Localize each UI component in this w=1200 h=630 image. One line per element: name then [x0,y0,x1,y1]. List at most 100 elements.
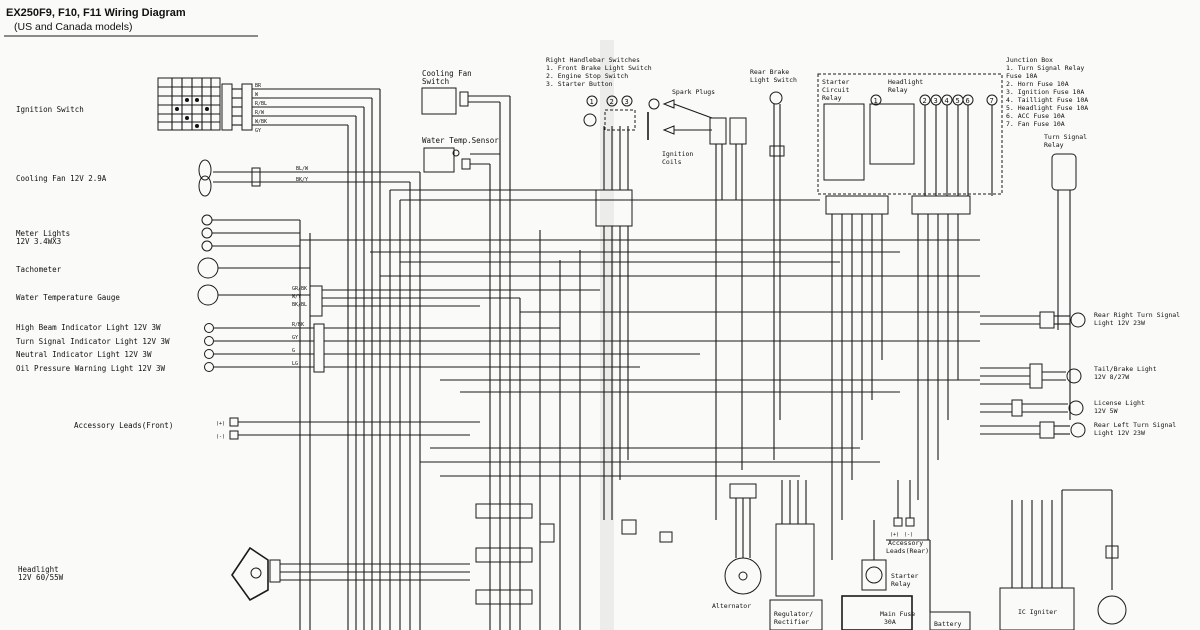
label-cooling-fan: Cooling Fan 12V 2.9A [16,174,107,183]
label-rear-left-turn: Rear Left Turn Signal [1094,421,1176,429]
acc-front-plus: (+) [216,421,225,427]
label-accessory-rear: Accessory [888,539,923,547]
main-harness-verticals [299,89,581,630]
jb-item-2: 2. Horn Fuse 10A [1006,80,1069,88]
rh-num-2: 2 [610,98,614,106]
diagram-subtitle: (US and Canada models) [14,21,132,33]
label-tachometer: Tachometer [16,265,62,274]
acc-rear-plus: (+) [890,532,899,538]
accessory-rear-leads: (+) (-) [890,480,915,538]
label-starter-circuit-relay: Starter [822,78,849,86]
regulator-rectifier-icon [769,480,823,630]
rear-brake-switch-icon [769,91,785,460]
indicator-lights [204,323,980,373]
cooling-fan-switch-icon [421,87,510,115]
label-high-beam: High Beam Indicator Light 12V 3W [16,323,161,332]
label-cooling-fan-switch-2: Switch [422,77,449,86]
label-water-temp-sensor: Water Temp.Sensor [422,136,499,145]
rear-right-turn-signal [980,311,1086,329]
label-tail-brake-2: 12V 8/27W [1094,373,1129,381]
jb-item-5: 5. Headlight Fuse 10A [1006,104,1088,112]
label-oil-pressure: Oil Pressure Warning Light 12V 3W [16,364,165,373]
label-accessory-rear-2: Leads(Rear) [886,547,929,555]
label-rh-switches: Right Handlebar Switches [546,56,640,64]
label-rh-item1: 1. Front Brake Light Switch [546,64,652,72]
code-gy: GY [255,128,261,134]
label-rh-item3: 3. Starter Button [546,80,613,88]
rear-left-turn-signal [980,421,1086,439]
jb-num-6: 6 [966,97,970,105]
label-water-temp-gauge: Water Temperature Gauge [16,293,120,302]
accessory-front-leads: (+) (-) [216,417,480,440]
ic-igniter-icon [999,489,1112,630]
label-alternator: Alternator [712,602,751,610]
label-rear-right-turn-2: Light 12V 23W [1094,319,1145,327]
code-r-w: R/W [255,110,265,116]
label-rear-brake-2: Light Switch [750,76,797,84]
label-starter-relay-2: Relay [891,580,911,588]
label-starter-relay: Starter [891,572,918,580]
cooling-fan-icon [198,159,420,197]
jb-num-5: 5 [956,97,960,105]
jb-num-7: 7 [990,97,994,105]
code-w-bk: W/BK [255,119,267,125]
label-starter-circuit-relay-2: Circuit [822,86,849,94]
code-rbk: R/BK [292,322,304,328]
label-rear-brake: Rear Brake [750,68,789,76]
label-ic-igniter: IC Igniter [1018,608,1057,616]
label-headlight-relay-2: Relay [888,86,908,94]
jb-item-6: 6. ACC Fuse 10A [1006,112,1065,120]
rh-num-1: 1 [590,98,594,106]
label-tail-brake: Tail/Brake Light [1094,365,1157,373]
jb-item-7: 7. Fan Fuse 10A [1006,120,1065,128]
tachometer-gauge-icon [197,257,600,317]
label-cooling-fan-switch: Cooling Fan [422,69,472,78]
bottom-connector-blocks [475,503,673,605]
label-license-light: License Light [1094,399,1145,407]
spark-plugs-icon [647,98,747,520]
jb-num-3: 3 [934,97,938,105]
label-ignition-coils: Ignition [662,150,693,158]
diagram-title: EX250F9, F10, F11 Wiring Diagram [6,7,186,19]
acc-rear-minus: (-) [904,532,913,538]
ignition-switch-wires [221,83,380,131]
jb-num-2: 2 [923,97,927,105]
label-regulator-2: Rectifier [774,618,809,626]
rh-num-3: 3 [625,98,629,106]
jb-num-1: 1 [874,97,878,105]
jb-item-3: 3. Ignition Fuse 10A [1006,88,1084,96]
label-headlight: Headlight [18,565,59,574]
label-turn-signal-relay: Turn Signal [1044,133,1087,141]
label-main-fuse: Main Fuse [880,610,915,618]
label-accessory-front: Accessory Leads(Front) [74,421,173,430]
code-w: W [255,92,259,98]
label-headlight-relay: Headlight [888,78,923,86]
jb-num-4: 4 [945,97,949,105]
jb-item-0: 1. Turn Signal Relay [1006,64,1084,72]
ignition-switch-grid [157,77,221,131]
code-fan-bky: BK/Y [296,177,308,183]
code-br: BR [255,83,262,89]
label-starter-circuit-relay-3: Relay [822,94,842,102]
acc-front-minus: (-) [216,434,225,440]
jb-item-4: 4. Taillight Fuse 10A [1006,96,1088,104]
main-harness-horizontals [300,189,980,477]
label-meter-lights-rating: 12V 3.4WX3 [16,237,61,246]
meter-light-bulbs [201,214,300,252]
label-license-light-2: 12V 5W [1094,407,1118,415]
junction-box-outline [817,73,1003,215]
label-rear-left-turn-2: Light 12V 23W [1094,429,1145,437]
label-regulator: Regulator/ [774,610,813,618]
license-light [980,399,1084,417]
label-rh-item2: 2. Engine Stop Switch [546,72,628,80]
label-turn-signal-indicator: Turn Signal Indicator Light 12V 3W [16,337,170,346]
label-main-fuse-2: 30A [884,618,896,626]
code-wy: W/Y [292,294,301,300]
code-g: G [292,348,295,354]
label-ignition-switch: Ignition Switch [16,105,84,114]
alternator-icon [724,483,762,595]
label-meter-lights: Meter Lights [16,229,70,238]
rh-circled-numbers: 1 2 3 [583,95,636,520]
label-battery: Battery [934,620,961,628]
